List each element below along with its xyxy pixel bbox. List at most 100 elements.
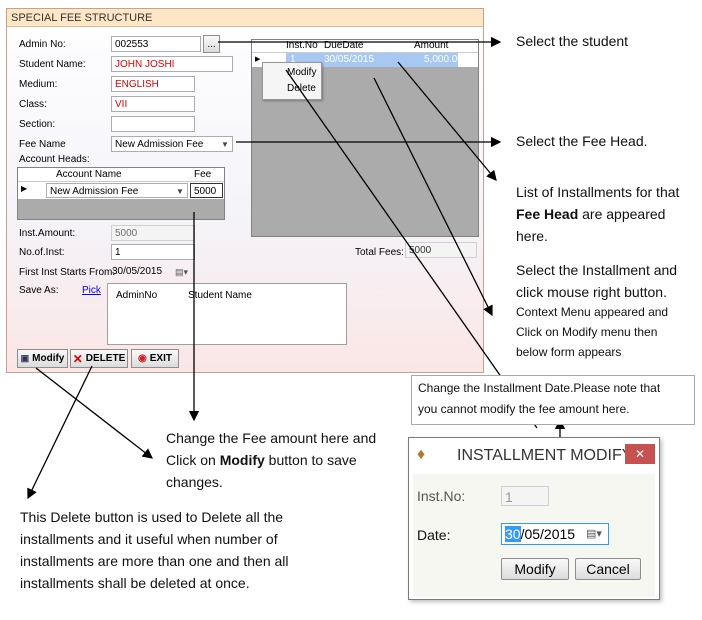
admin-no-label: Admin No:: [19, 39, 66, 50]
installments-grid[interactable]: Inst.No DueDate Amount ▶ 1 30/05/2015 5,…: [251, 39, 479, 237]
arrow-installments-list: [397, 61, 497, 182]
account-heads-label: Account Heads:: [19, 154, 90, 165]
date-note-box: Change the Installment Date.Please note …: [411, 375, 695, 425]
fee-amount-input[interactable]: 5000: [190, 183, 223, 198]
inst-no-cell: 1: [290, 54, 296, 65]
context-menu-item-delete[interactable]: Delete: [287, 83, 316, 94]
admin-no-input[interactable]: 002553: [111, 36, 201, 52]
annotation-line: below form appears: [516, 345, 622, 359]
row-selector-icon: ▶: [255, 56, 261, 63]
chevron-down-icon[interactable]: ▼: [176, 187, 184, 196]
table-row[interactable]: ▶ 1 30/05/2015 5,000.00: [252, 53, 478, 67]
annotation-line: Context Menu appeared and: [516, 305, 669, 319]
account-heads-header: Account Name Fee: [18, 168, 224, 182]
total-fees-input: 5000: [405, 242, 477, 258]
annotation-context-menu: Context Menu appeared and Click on Modif…: [516, 302, 668, 362]
annotation-line: installments shall be deleted at once.: [20, 575, 250, 591]
annotation-select-installment: Select the Installment and click mouse r…: [516, 259, 677, 303]
annotation-line: click mouse right button.: [516, 284, 667, 300]
class-input[interactable]: VII: [111, 96, 195, 112]
no-of-inst-label: No.of.Inst:: [19, 247, 65, 258]
section-label: Section:: [19, 119, 56, 130]
exit-button[interactable]: ◉ EXIT: [131, 349, 179, 368]
annotation-line: Click on Modify button to save: [166, 449, 376, 471]
annotation-line: Select the Installment and: [516, 262, 678, 278]
calendar-icon[interactable]: ▤▾: [175, 267, 189, 277]
annotation-text: button to save: [264, 452, 357, 468]
column-header: Amount: [414, 40, 449, 51]
calendar-icon[interactable]: ▤▾: [586, 528, 602, 540]
delete-button[interactable]: ✕ DELETE: [70, 349, 128, 368]
modify-button[interactable]: ▣ Modify: [17, 349, 68, 368]
table-row[interactable]: ▶ New Admission Fee ▼ 5000: [18, 182, 224, 199]
annotation-line: Click on Modify menu then: [516, 325, 658, 339]
no-of-inst-input[interactable]: 1: [111, 244, 195, 260]
form-title: SPECIAL FEE STRUCTURE: [7, 9, 483, 27]
installments-header: Inst.No DueDate Amount: [252, 40, 478, 53]
account-name-select[interactable]: New Admission Fee ▼: [46, 183, 188, 198]
annotation-line: List of Installments for that: [516, 184, 680, 200]
annotation-line: Change the Fee amount here and: [166, 430, 377, 446]
annotation-line: installments are more than one and then …: [20, 553, 289, 569]
dialog-title-bar[interactable]: ♦ INSTALLMENT MODIFY ✕: [409, 438, 659, 474]
column-header: Fee: [194, 169, 212, 180]
context-menu-item-modify[interactable]: Modify: [287, 67, 317, 78]
save-as-label: Save As:: [19, 285, 59, 296]
date-picker[interactable]: 30/05/2015 ▤▾: [501, 523, 609, 545]
student-name-input[interactable]: JOHN JOSHI: [111, 56, 233, 72]
dialog-title: INSTALLMENT MODIFY: [457, 447, 633, 464]
annotation-select-fee-head: Select the Fee Head.: [516, 133, 648, 149]
annotation-text: Click on: [166, 452, 220, 468]
delete-x-icon: ✕: [72, 351, 83, 366]
arrow-context-to-dialog: [285, 69, 538, 429]
annotation-line: installments and it useful when number o…: [20, 531, 278, 547]
total-fees-label: Total Fees:: [355, 247, 404, 258]
date-label: Date:: [417, 527, 451, 543]
first-inst-label: First Inst Starts From:: [19, 267, 116, 278]
save-as-grid[interactable]: AdminNo Student Name: [107, 283, 347, 345]
account-name-value: New Admission Fee: [50, 186, 139, 197]
exit-icon: ◉: [138, 353, 147, 364]
browse-student-button[interactable]: ...: [203, 35, 220, 53]
pick-link[interactable]: Pick: [82, 285, 101, 296]
inst-no-label: Inst.No:: [417, 488, 466, 504]
arrow-context-menu: [373, 77, 493, 317]
close-icon[interactable]: ✕: [625, 444, 655, 464]
account-heads-grid[interactable]: Account Name Fee ▶ New Admission Fee ▼ 5…: [17, 167, 225, 220]
selected-row-highlight: [286, 53, 458, 67]
due-date-cell: 30/05/2015: [324, 54, 375, 65]
inst-no-input: 1: [501, 486, 549, 506]
context-menu: Modify Delete: [262, 62, 322, 100]
dialog-cancel-button[interactable]: Cancel: [575, 558, 641, 580]
chevron-down-icon[interactable]: ▼: [221, 140, 229, 149]
date-rest: /05/2015: [520, 526, 576, 542]
arrow-modify-button: [35, 367, 154, 459]
first-inst-date-value: 30/05/2015: [112, 266, 163, 277]
amount-cell: 5,000.00: [424, 54, 463, 65]
floppy-disk-icon: ▣: [20, 353, 30, 363]
dialog-modify-button[interactable]: Modify: [501, 558, 569, 580]
fee-name-select[interactable]: New Admission Fee ▼: [111, 136, 233, 152]
section-input[interactable]: [111, 116, 195, 132]
modify-button-label: Modify: [32, 353, 65, 364]
column-header: Inst.No: [286, 40, 318, 51]
annotation-line: changes.: [166, 474, 223, 490]
dialog-body: Inst.No: 1 Date: 30/05/2015 ▤▾ Modify Ca…: [413, 474, 655, 597]
medium-label: Medium:: [19, 79, 58, 90]
installment-modify-dialog: ♦ INSTALLMENT MODIFY ✕ Inst.No: 1 Date: …: [408, 437, 660, 600]
annotation-text: are appeared: [578, 206, 666, 222]
annotation-line: Fee Head are appeared: [516, 203, 702, 225]
medium-input[interactable]: ENGLISH: [111, 76, 195, 92]
date-day-selected: 30: [505, 526, 521, 542]
annotation-line: you cannot modify the fee amount here.: [418, 402, 630, 416]
app-icon: ♦: [417, 446, 426, 463]
annotation-line: here.: [516, 228, 548, 244]
annotation-bold: Fee Head: [516, 206, 579, 222]
exit-button-label: EXIT: [149, 353, 172, 364]
annotation-select-student: Select the student: [516, 33, 629, 49]
inst-amount-label: Inst.Amount:: [19, 228, 76, 239]
fee-name-label: Fee Name: [19, 139, 66, 150]
first-inst-date-picker[interactable]: 30/05/2015 ▤▾: [109, 264, 195, 280]
annotation-bold: Modify: [219, 452, 265, 468]
student-name-label: Student Name:: [19, 59, 86, 70]
